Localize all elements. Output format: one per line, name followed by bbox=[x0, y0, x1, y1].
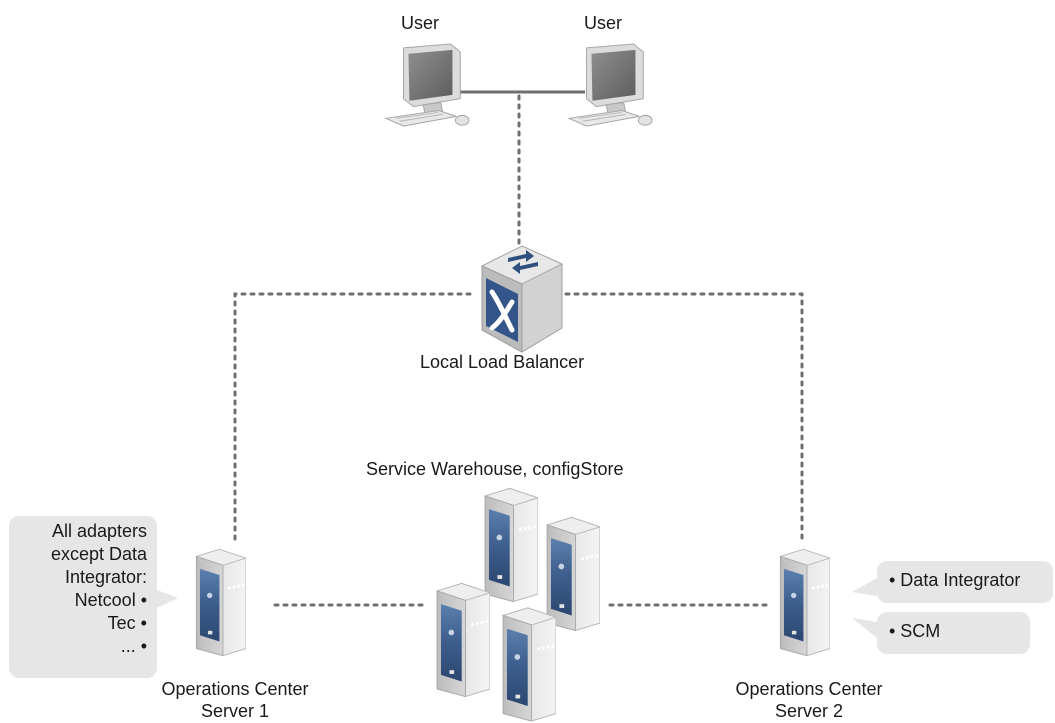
callout-line: Tec • bbox=[107, 613, 147, 633]
server-tower-icon bbox=[195, 548, 246, 657]
callout-line: • SCM bbox=[889, 621, 941, 641]
server2-label: Operations Center Server 2 bbox=[706, 678, 912, 722]
server2-scm-callout: • SCM bbox=[877, 612, 1030, 654]
computer-icon bbox=[568, 43, 653, 127]
callout-line: All adapters bbox=[51, 521, 147, 541]
server1-label: Operations Center Server 1 bbox=[132, 678, 338, 722]
server1-label-line2: Server 1 bbox=[200, 701, 270, 721]
balancer-to-server2-line bbox=[564, 292, 804, 542]
switch-icon bbox=[482, 246, 562, 352]
server-tower-icon bbox=[546, 516, 600, 632]
server2-label-line2: Server 2 bbox=[774, 701, 844, 721]
balancer-to-server1-line bbox=[233, 292, 472, 542]
server2-label-line1: Operations Center bbox=[735, 679, 883, 699]
server-tower-icon bbox=[779, 548, 830, 657]
callout-line: Integrator: bbox=[64, 567, 147, 587]
computer-icon bbox=[385, 43, 470, 127]
service-warehouse-cluster bbox=[436, 487, 600, 722]
callout-line: • Data Integrator bbox=[889, 570, 1021, 590]
callout-line: except Data bbox=[50, 544, 147, 564]
callout-line: Netcool • bbox=[74, 590, 147, 610]
server2-data-integrator-callout: • Data Integrator bbox=[877, 561, 1053, 603]
user-label-2: User bbox=[584, 13, 623, 33]
server-tower-icon bbox=[484, 487, 538, 603]
service-warehouse-label: Service Warehouse, configStore bbox=[366, 459, 624, 479]
user-label-1: User bbox=[401, 13, 440, 33]
server1-adapters-callout: All adapters except Data Integrator: Net… bbox=[9, 516, 157, 678]
load-balancer-label: Local Load Balancer bbox=[420, 352, 585, 372]
server1-label-line1: Operations Center bbox=[161, 679, 309, 699]
connector-lines bbox=[233, 90, 804, 607]
server-tower-icon bbox=[436, 582, 490, 698]
callout-line: ... • bbox=[120, 636, 147, 656]
server-tower-icon bbox=[502, 607, 556, 722]
